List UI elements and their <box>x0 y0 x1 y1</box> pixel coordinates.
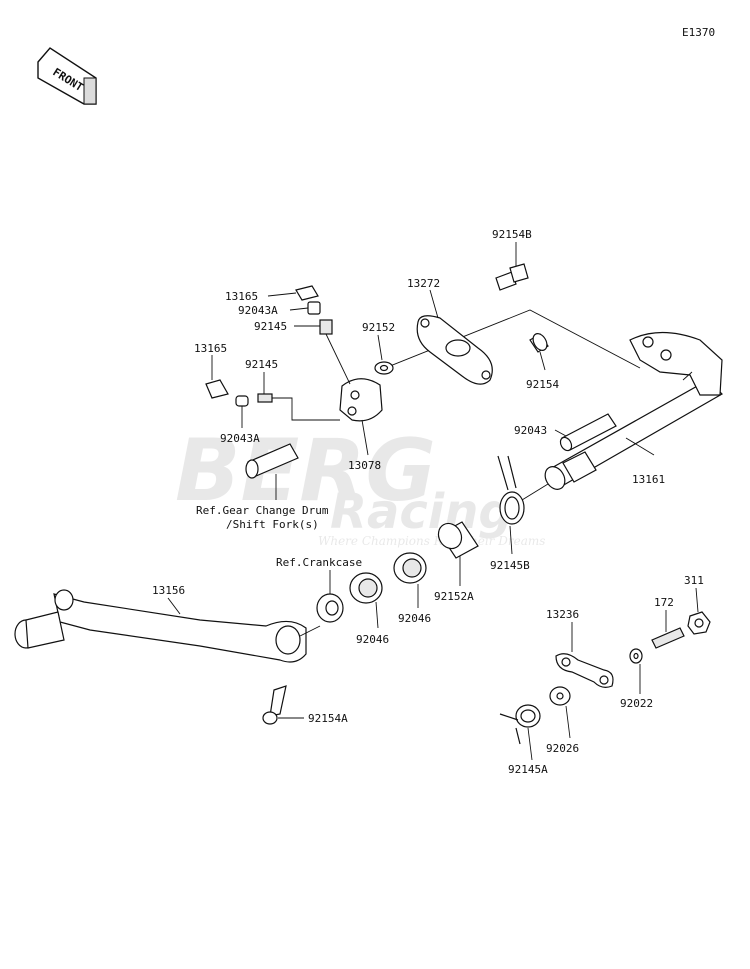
clip-13165-left <box>205 379 229 399</box>
pin-92043 <box>559 413 617 452</box>
label-92154B: 92154B <box>492 228 532 241</box>
spring-92145-top <box>319 319 333 335</box>
drum-stub <box>245 443 299 479</box>
shift-shaft-13161 <box>544 331 723 490</box>
washer-92022 <box>629 648 643 664</box>
bearing-92046-b <box>393 552 427 584</box>
washer-92026 <box>549 686 571 706</box>
label-13161: 13161 <box>632 473 665 486</box>
watermark-brand: BERG <box>175 421 436 521</box>
leader-13165-top <box>267 292 297 297</box>
bearing-92046-a <box>349 572 383 604</box>
label-ref-shift-fork: /Shift Fork(s) <box>226 518 319 531</box>
watermark-logo: BERG Racing Where Champions Run Their Dr… <box>175 421 545 548</box>
label-13236: 13236 <box>546 608 579 621</box>
leader-92043 <box>554 429 567 437</box>
spring-92145A <box>499 704 541 745</box>
label-13272: 13272 <box>407 277 440 290</box>
label-92043A-left: 92043A <box>220 432 260 445</box>
lever-13236 <box>555 653 614 688</box>
leader-92145-left-link <box>272 397 340 421</box>
label-13078: 13078 <box>348 459 381 472</box>
label-92145B: 92145B <box>490 559 530 572</box>
label-92145-top: 92145 <box>254 320 287 333</box>
watermark-tagline: Where Champions Run Their Dreams <box>318 534 545 548</box>
collar-92152A <box>437 521 479 559</box>
leader-311 <box>695 587 699 613</box>
pin-92043A-top <box>307 301 321 315</box>
label-92145-left: 92145 <box>245 358 278 371</box>
bolt-172 <box>651 627 685 649</box>
bolt-92154A <box>262 685 287 725</box>
leader-13156 <box>167 597 181 615</box>
bolt-92154B <box>495 263 529 291</box>
label-172: 172 <box>654 596 674 609</box>
washer-92152 <box>374 361 394 375</box>
leader-92026 <box>565 705 571 739</box>
leader-13272 <box>429 289 439 319</box>
label-92145A: 92145A <box>508 763 548 776</box>
label-92154A: 92154A <box>308 712 348 725</box>
label-13165-top: 13165 <box>225 290 258 303</box>
front-arrow-icon: FRONT <box>37 47 97 105</box>
spring-92145-left <box>257 393 273 403</box>
leader-13078 <box>361 419 369 456</box>
pin-92043A-left <box>235 395 249 407</box>
plate-13272 <box>416 315 493 385</box>
leader-92046-a <box>375 601 379 629</box>
leader-92145B-link <box>521 483 549 501</box>
shift-pedal-13156 <box>14 589 321 663</box>
nut-311 <box>687 611 711 635</box>
label-92022: 92022 <box>620 697 653 710</box>
label-13165-left: 13165 <box>194 342 227 355</box>
leader-13161 <box>625 437 655 456</box>
bolt-92154 <box>529 333 549 353</box>
watermark-sub: Racing <box>330 484 513 540</box>
arm-13078 <box>339 378 383 422</box>
oil-seal <box>316 593 344 623</box>
label-92026: 92026 <box>546 742 579 755</box>
label-92152: 92152 <box>362 321 395 334</box>
leader-92154 <box>539 351 546 371</box>
label-ref-crankcase: Ref.Crankcase <box>276 556 362 569</box>
leader-92152 <box>377 334 383 361</box>
label-13156: 13156 <box>152 584 185 597</box>
label-ref-drum: Ref.Gear Change Drum <box>196 504 329 517</box>
leader-92145-link <box>325 333 351 385</box>
label-92152A: 92152A <box>434 590 474 603</box>
leader-92145B <box>509 525 513 555</box>
diagram-code: E1370 <box>682 26 715 39</box>
label-92046-b: 92046 <box>398 612 431 625</box>
leader-92043A-top <box>289 307 309 311</box>
label-92154: 92154 <box>526 378 559 391</box>
label-311: 311 <box>684 574 704 587</box>
label-92046-a: 92046 <box>356 633 389 646</box>
leader-92145A <box>527 727 533 761</box>
label-92043A-top: 92043A <box>238 304 278 317</box>
clip-13165-top <box>295 285 319 301</box>
label-92043: 92043 <box>514 424 547 437</box>
spring-92145B <box>497 455 525 525</box>
